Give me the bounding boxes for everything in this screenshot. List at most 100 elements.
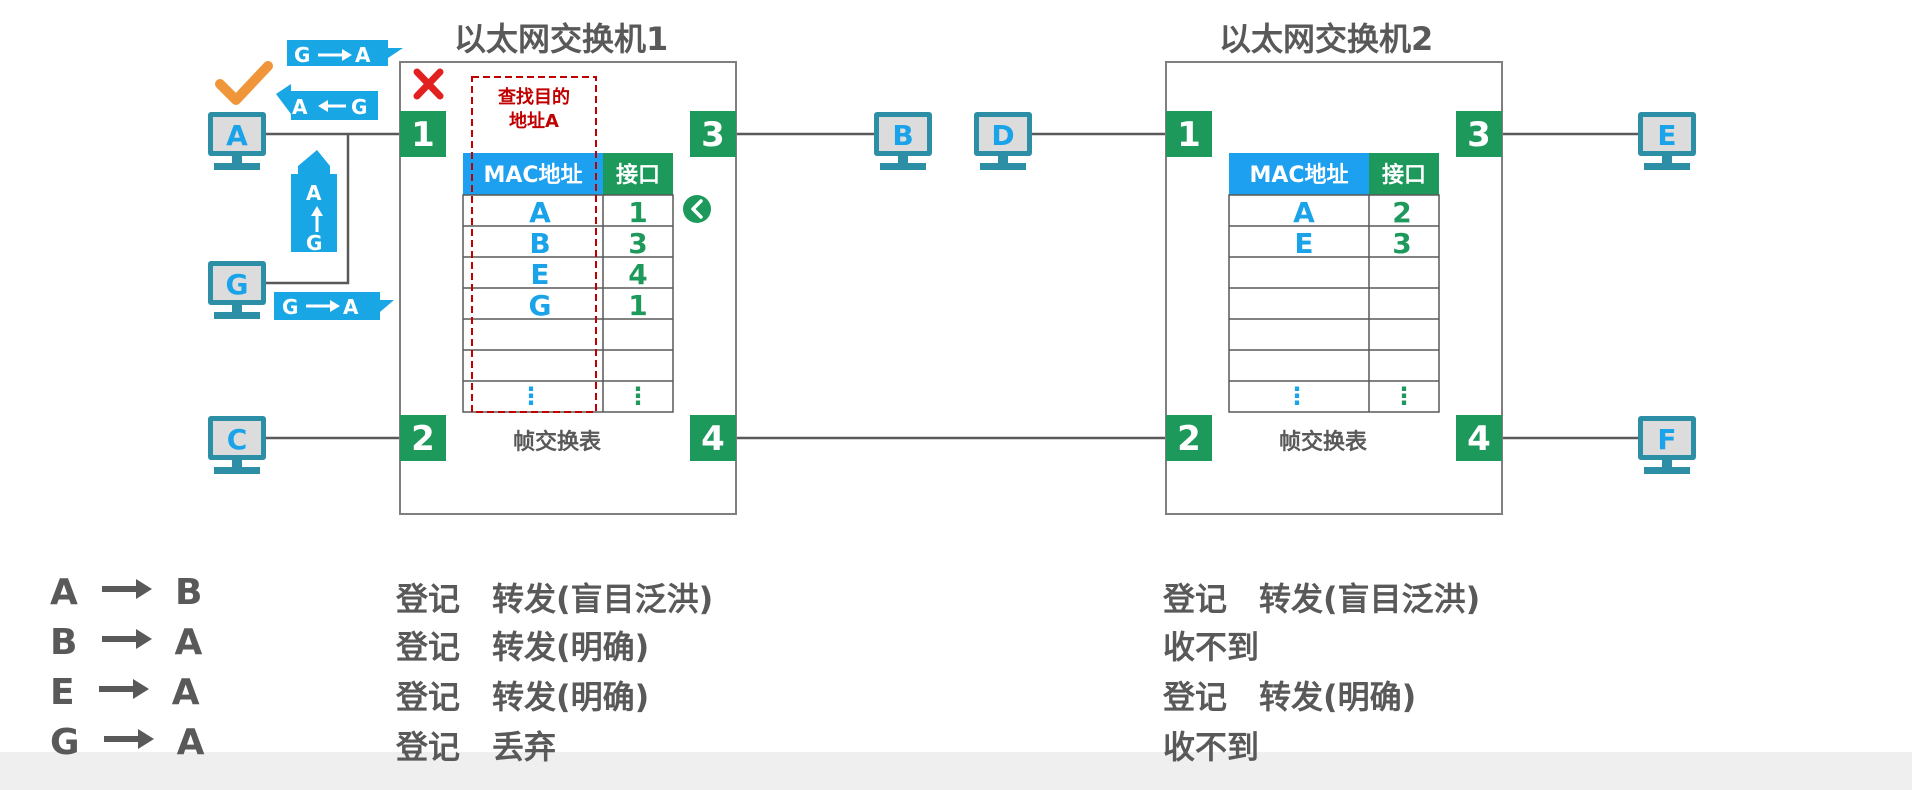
- sw1-port-1-label: 1: [411, 115, 435, 155]
- svg-text:B: B: [892, 119, 913, 152]
- summary-flow-1: A B: [50, 572, 204, 613]
- sw1-port-2-label: 2: [411, 419, 435, 459]
- summary-flow-dst: A: [171, 672, 202, 713]
- chevron-left-icon[interactable]: [683, 195, 711, 223]
- sw1-row3-port: 4: [628, 258, 647, 291]
- sw2-port-3[interactable]: [1456, 111, 1502, 157]
- summary-switch1-1: 登记 转发(盲目泛洪): [396, 580, 714, 618]
- sw1-row4-mac: G: [529, 289, 552, 322]
- frame-g-to-a-bottom: G A: [274, 292, 394, 320]
- sw1-table-header-mac: MAC地址: [483, 163, 582, 188]
- sw2-port-4-label: 4: [1467, 419, 1491, 459]
- svg-text:G: G: [226, 268, 249, 301]
- sw1-table-header-port: 接口: [616, 163, 660, 188]
- sw2-row7-port: ⋮: [1392, 382, 1416, 410]
- sw2-table-header-port: 接口: [1382, 163, 1426, 188]
- right-arrow-icon: [99, 679, 150, 699]
- host-f[interactable]: F: [1638, 416, 1696, 474]
- svg-text:A: A: [306, 181, 322, 205]
- sw1-table-header-port-cell: [603, 153, 673, 195]
- hosts: A G C B D E F: [208, 112, 1696, 474]
- right-arrow-icon: [102, 579, 153, 599]
- cross-icon: [413, 68, 444, 100]
- svg-text:D: D: [991, 119, 1014, 152]
- sw2-port-2-label: 2: [1177, 419, 1201, 459]
- sw1-port-2[interactable]: [400, 415, 446, 461]
- right-arrow-icon: [102, 629, 152, 649]
- summary-switch2-1: 登记 转发(盲目泛洪): [1163, 580, 1481, 618]
- link-g-sw1p1: [265, 134, 350, 285]
- switch1-ports: 1 2 3 4: [400, 111, 736, 461]
- summary-flow-src: A: [50, 572, 80, 613]
- svg-text:A: A: [292, 95, 308, 119]
- check-icon: [215, 61, 273, 105]
- links: [265, 132, 1640, 440]
- frame-g-to-a-top: G A: [287, 40, 403, 67]
- host-c[interactable]: C: [208, 416, 266, 474]
- summary-flow-dst: A: [176, 722, 207, 763]
- sw2-row2-mac: E: [1294, 227, 1313, 260]
- summary-flow-dst: A: [174, 622, 205, 663]
- summary-switch2-4: 收不到: [1163, 728, 1260, 766]
- sw1-row4-port: 1: [628, 289, 647, 322]
- sw1-port-4-label: 4: [701, 419, 725, 459]
- host-a[interactable]: A: [208, 112, 266, 170]
- sw2-port-2[interactable]: [1166, 415, 1212, 461]
- svg-text:E: E: [1657, 119, 1676, 152]
- lookup-highlight-box: [471, 76, 597, 413]
- switch2-ports: 1 2 3 4: [1166, 111, 1502, 461]
- summary-switch2-2: 收不到: [1163, 628, 1260, 666]
- switch1-title: 以太网交换机1: [454, 20, 669, 58]
- summary-flow-src: G: [50, 722, 82, 763]
- svg-text:G: G: [306, 231, 322, 255]
- host-d[interactable]: D: [974, 112, 1032, 170]
- svg-text:A: A: [226, 119, 248, 152]
- sw2-port-1-label: 1: [1177, 115, 1201, 155]
- svg-text:G: G: [351, 95, 367, 119]
- svg-text:F: F: [1657, 423, 1676, 456]
- host-e[interactable]: E: [1638, 112, 1696, 170]
- lookup-note: 查找目的 地址A: [474, 86, 594, 134]
- switch2-frame-table: MAC地址 接口 A 2 E 3 ⋮ ⋮: [1228, 153, 1440, 413]
- sw2-port-1[interactable]: [1166, 111, 1212, 157]
- host-g[interactable]: G: [208, 261, 266, 319]
- sw1-row1-mac: A: [529, 196, 551, 229]
- summary-switch1-2: 登记 转发(明确): [396, 628, 650, 666]
- sw1-row7-mac: ⋮: [519, 382, 543, 410]
- sw1-row2-port: 3: [628, 227, 647, 260]
- svg-text:G: G: [282, 295, 298, 319]
- summary-switch2-3: 登记 转发(明确): [1163, 678, 1417, 716]
- sw1-port-3-label: 3: [701, 115, 725, 155]
- sw2-table-header-mac: MAC地址: [1249, 163, 1348, 188]
- switch2-title: 以太网交换机2: [1219, 20, 1434, 58]
- svg-text:G: G: [294, 43, 310, 67]
- summary-flow-dst: B: [174, 572, 205, 613]
- sw1-row7-port: ⋮: [626, 382, 650, 410]
- sw1-port-3[interactable]: [690, 111, 736, 157]
- summary-flow-src: B: [50, 622, 80, 663]
- summary-flow-3: E A: [50, 672, 202, 713]
- svg-text:A: A: [355, 43, 371, 67]
- sw1-port-4[interactable]: [690, 415, 736, 461]
- host-b[interactable]: B: [874, 112, 932, 170]
- switch1-table-label: 帧交换表: [513, 430, 602, 455]
- sw2-row1-mac: A: [1293, 196, 1315, 229]
- summary-switch1-4: 登记 丢弃: [396, 728, 557, 766]
- svg-text:C: C: [227, 423, 248, 456]
- sw1-row2-mac: B: [529, 227, 550, 260]
- sw2-row1-port: 2: [1392, 196, 1411, 229]
- bottom-strip: [0, 752, 1912, 790]
- right-arrow-icon: [104, 729, 155, 749]
- lookup-note-line2: 地址A: [509, 111, 559, 132]
- frame-g-to-a-vertical: A G: [291, 150, 337, 255]
- summary-flow-4: G A: [50, 722, 207, 763]
- frame-a-to-g: A G: [276, 84, 378, 120]
- sw2-row7-mac: ⋮: [1285, 382, 1309, 410]
- sw2-table-header-mac-cell: [1229, 153, 1369, 195]
- summary-flow-2: B A: [50, 622, 204, 663]
- summary-switch1-3: 登记 转发(明确): [396, 678, 650, 716]
- sw1-row1-port: 1: [628, 196, 647, 229]
- sw2-row2-port: 3: [1392, 227, 1411, 260]
- sw2-port-4[interactable]: [1456, 415, 1502, 461]
- sw1-port-1[interactable]: [400, 111, 446, 157]
